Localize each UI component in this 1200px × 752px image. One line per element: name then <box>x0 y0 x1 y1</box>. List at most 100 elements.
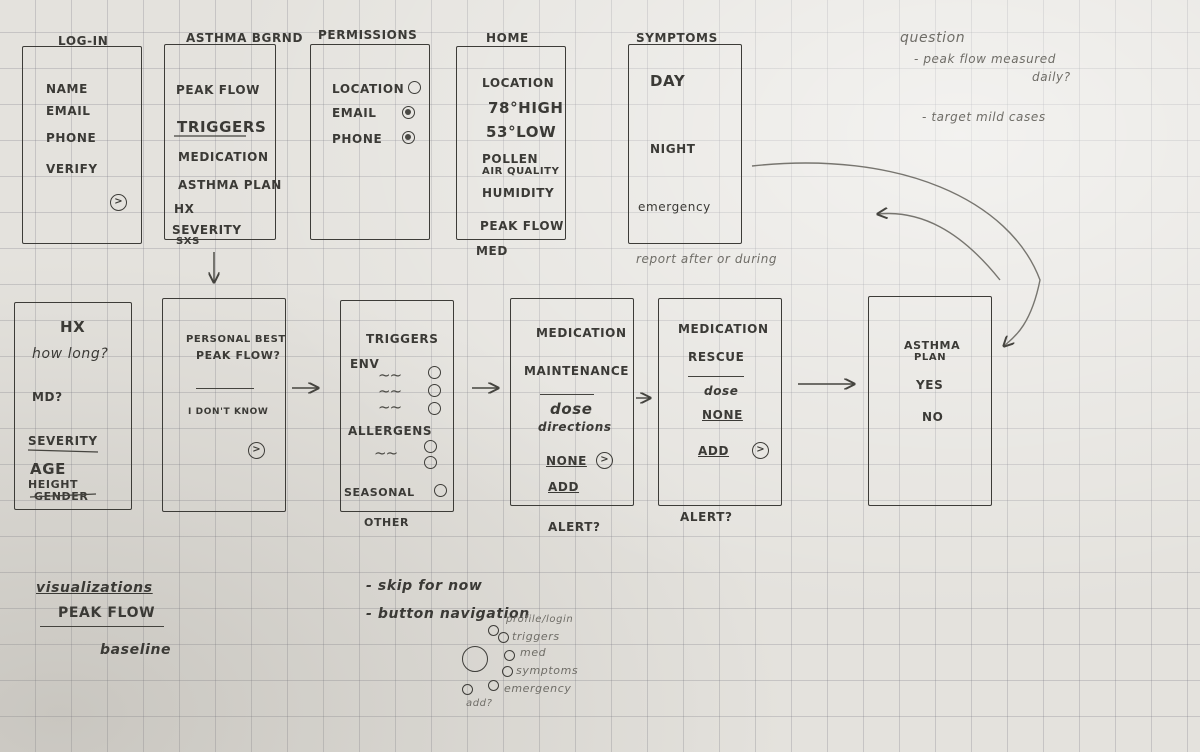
personal-best-line-2: PEAK FLOW? <box>196 349 281 362</box>
home-location: LOCATION <box>482 76 555 90</box>
env-item-wave-2: ~~ <box>378 382 402 400</box>
question-note-line-3: - target mild cases <box>922 110 1046 124</box>
maintenance-next-arrow-icon: > <box>596 452 613 469</box>
symptoms-night: NIGHT <box>650 142 696 156</box>
asthma-plan-title-2: PLAN <box>914 352 947 363</box>
location-toggle-icon <box>408 81 421 94</box>
login-field-name: NAME <box>46 82 88 96</box>
triggers-other: OTHER <box>364 516 410 529</box>
symptoms-day: DAY <box>650 72 686 90</box>
nav-triggers-icon <box>498 632 509 643</box>
button-navigation-note: - button navigation <box>366 606 530 622</box>
phone-toggle-icon <box>402 131 415 144</box>
maintenance-title: MEDICATION <box>536 326 627 340</box>
asthma-plan-yes: YES <box>916 378 944 392</box>
symptoms-report-note: report after or during <box>636 252 778 266</box>
nav-item-symptoms: symptoms <box>516 664 579 677</box>
hx-how-long: how long? <box>32 346 109 362</box>
home-temp-high: 78°HIGH <box>488 99 564 117</box>
rescue-dose: dose <box>704 384 739 398</box>
personal-best-dont-know: I DON'T KNOW <box>188 407 269 417</box>
maintenance-subtitle: MAINTENANCE <box>524 364 630 378</box>
visualizations-baseline: baseline <box>100 642 172 658</box>
asthma-bgrnd-screen <box>164 44 276 240</box>
peak-flow-underline <box>40 626 164 627</box>
question-note-title: question <box>900 30 966 46</box>
visualizations-peak-flow: PEAK FLOW <box>58 605 156 621</box>
bgrnd-item-triggers: TRIGGERS <box>177 118 267 136</box>
nav-item-profile: profile/login <box>506 614 574 625</box>
nav-emergency-icon <box>488 680 499 691</box>
triggers-allergens: ALLERGENS <box>348 424 433 438</box>
triggers-title: TRIGGERS <box>366 332 439 346</box>
strike-gender <box>29 493 97 498</box>
email-toggle-icon <box>402 106 415 119</box>
home-med: MED <box>476 244 508 258</box>
permission-location: LOCATION <box>332 82 405 96</box>
home-pollen: POLLEN <box>482 152 539 166</box>
permissions-screen-title: PERMISSIONS <box>318 28 418 42</box>
asthma-bgrnd-screen-title: ASTHMA BGRND <box>186 31 304 45</box>
hx-title: HX <box>60 318 86 336</box>
symptoms-screen-title: SYMPTOMS <box>636 31 718 45</box>
nav-item-emergency: emergency <box>504 682 572 695</box>
personal-best-input-line <box>196 388 254 389</box>
nav-profile-icon <box>488 625 499 636</box>
bgrnd-item-medication: MEDICATION <box>178 150 269 164</box>
login-field-phone: PHONE <box>46 131 97 145</box>
hx-height: HEIGHT <box>28 478 79 491</box>
triggers-seasonal: SEASONAL <box>344 486 415 499</box>
personal-best-line-1: PERSONAL BEST <box>186 334 286 345</box>
nav-item-med: med <box>520 646 547 659</box>
maintenance-dose: dose <box>550 400 593 418</box>
question-note-line-2: daily? <box>1032 70 1071 84</box>
rescue-next-arrow-icon: > <box>752 442 769 459</box>
home-air-quality: AIR QUALITY <box>482 166 560 177</box>
allergen-item-wave-1: ~~ <box>374 444 398 462</box>
rescue-divider <box>688 376 744 377</box>
nav-big-circle-icon <box>462 646 488 672</box>
triggers-screen <box>340 300 454 512</box>
symptoms-emergency: emergency <box>638 200 711 214</box>
permission-email: EMAIL <box>332 106 377 120</box>
hx-age: AGE <box>30 460 66 478</box>
asthma-plan-no: NO <box>922 410 944 424</box>
maintenance-none: NONE <box>546 454 587 468</box>
hx-gender: GENDER <box>34 490 89 503</box>
login-field-email: EMAIL <box>46 104 91 118</box>
env-option-3-icon <box>428 402 441 415</box>
home-screen-title: HOME <box>486 31 529 45</box>
question-note-line-1: - peak flow measured <box>914 52 1057 66</box>
arrow-emergency-to-question <box>751 162 1041 346</box>
asthma-plan-title-1: ASTHMA <box>904 339 961 352</box>
maintenance-directions: directions <box>538 420 612 434</box>
medication-rescue-screen <box>658 298 782 506</box>
seasonal-option-icon <box>434 484 447 497</box>
env-item-wave-3: ~~ <box>378 398 402 416</box>
hx-md: MD? <box>32 390 63 404</box>
bgrnd-item-severity: SEVERITY <box>172 223 242 237</box>
hx-screen <box>14 302 132 510</box>
login-next-arrow-icon: > <box>110 194 127 211</box>
rescue-none: NONE <box>702 408 743 422</box>
visualizations-note: visualizations <box>36 580 153 596</box>
allergen-option-1-icon <box>424 440 437 453</box>
env-option-2-icon <box>428 384 441 397</box>
nav-add-icon <box>462 684 473 695</box>
env-item-wave-1: ~~ <box>378 366 402 384</box>
medication-maintenance-screen <box>510 298 634 506</box>
symptoms-screen <box>628 44 742 244</box>
nav-symptoms-icon <box>502 666 513 677</box>
maintenance-add: ADD <box>548 480 580 494</box>
maintenance-divider <box>540 394 594 395</box>
permission-phone: PHONE <box>332 132 383 146</box>
home-screen <box>456 46 566 240</box>
env-option-1-icon <box>428 366 441 379</box>
home-temp-low: 53°LOW <box>486 123 557 141</box>
skip-note: - skip for now <box>366 578 483 594</box>
rescue-subtitle: RESCUE <box>688 350 745 364</box>
login-screen-title: LOG-IN <box>58 34 109 48</box>
rescue-add: ADD <box>698 444 730 458</box>
bgrnd-item-peak-flow: PEAK FLOW <box>176 83 261 97</box>
